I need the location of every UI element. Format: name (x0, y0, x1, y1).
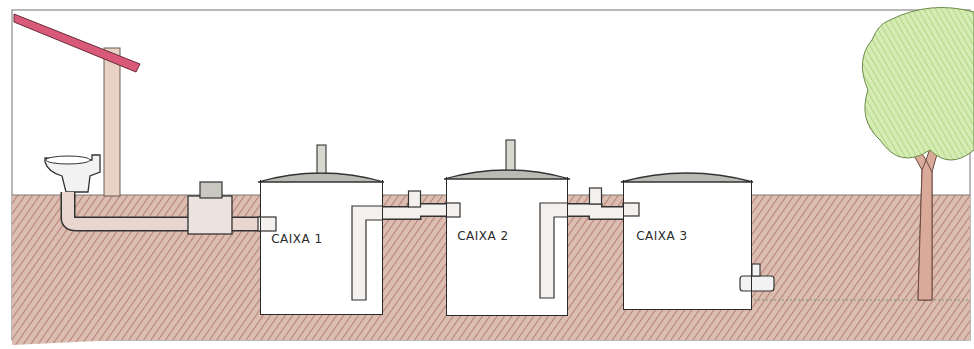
tank-lid (258, 173, 384, 182)
connecting-pipe (383, 191, 446, 213)
connecting-pipe (568, 188, 623, 213)
pipe (68, 192, 262, 224)
tank-lid (621, 173, 753, 182)
tank-body (446, 177, 568, 316)
toilet (45, 155, 100, 192)
septic-tank: CAIXA 2 (446, 177, 568, 316)
dip-tube (352, 206, 383, 300)
grass-line (750, 300, 970, 301)
outlet-valve (740, 276, 774, 291)
tank-label: CAIXA 2 (457, 225, 509, 247)
tank-label: CAIXA 3 (636, 225, 688, 247)
pipe-outline (383, 210, 446, 213)
dip-tube (540, 203, 568, 298)
inspection-cap (200, 182, 222, 198)
valve-handle (752, 264, 760, 276)
pipe-fill (383, 210, 446, 213)
septic-tank: CAIXA 3 (623, 180, 752, 310)
tree-trunk (918, 160, 932, 300)
pipe (68, 192, 262, 224)
house-roof (14, 14, 140, 72)
tank-label: CAIXA 1 (271, 228, 323, 250)
inlet-pipe (446, 203, 460, 217)
pipe-tee (590, 188, 602, 204)
pipe-fill (568, 210, 623, 213)
inlet-pipe (623, 203, 639, 216)
house-post (104, 48, 120, 196)
tank-lid (444, 170, 570, 179)
septic-tank: CAIXA 1 (260, 180, 383, 315)
pipe-fitting (188, 196, 232, 234)
tank-body (623, 180, 752, 310)
tank-body (260, 180, 383, 315)
vent-pipe (506, 140, 515, 170)
pipe-outline (568, 210, 623, 213)
vent-pipe (317, 145, 326, 173)
toilet-seat (46, 156, 90, 164)
pipe-tee (409, 191, 421, 207)
tree-canopy (862, 8, 974, 161)
